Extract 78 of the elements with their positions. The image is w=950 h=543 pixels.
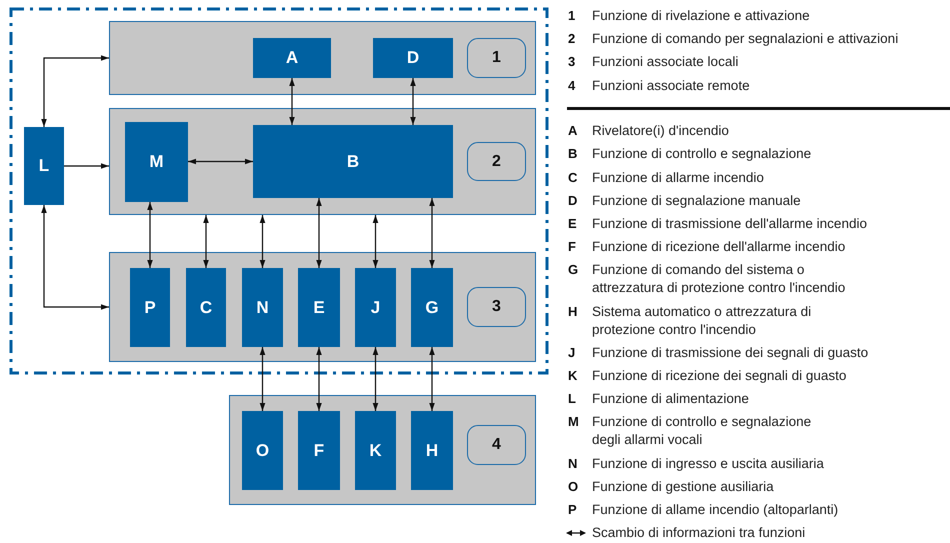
function-group-panel xyxy=(109,108,536,215)
key-description: Sistema automatico o attrezzatura di protezione contro l'incendio xyxy=(592,303,812,339)
key-description: Rivelatore(i) d'incendio xyxy=(592,122,730,140)
key-description: Funzione di allarme incendio xyxy=(592,169,765,187)
key-letter: 3 xyxy=(568,53,576,71)
arrow xyxy=(316,347,322,411)
key-description: Funzione di controllo e segnalazione xyxy=(592,145,812,163)
arrow xyxy=(372,215,378,268)
arrow xyxy=(147,202,153,268)
arrow xyxy=(41,205,109,310)
key-letter: C xyxy=(568,169,578,187)
function-block: P xyxy=(130,268,170,347)
arrow xyxy=(64,163,109,169)
arrow xyxy=(203,215,209,268)
key-letter: F xyxy=(568,238,576,256)
function-block: B xyxy=(253,125,453,198)
arrow xyxy=(260,215,266,268)
key-letter: M xyxy=(568,413,579,431)
function-block: D xyxy=(373,38,453,78)
key-letter: 1 xyxy=(568,7,576,25)
function-block: J xyxy=(355,268,396,347)
group-number-badge: 3 xyxy=(467,287,526,327)
key-letter: D xyxy=(568,192,578,210)
function-group-panel xyxy=(109,252,536,362)
arrow xyxy=(429,198,435,268)
key-description: Funzione di alimentazione xyxy=(592,390,750,408)
function-block: N xyxy=(242,268,283,347)
function-block: G xyxy=(411,268,453,347)
key-letter: J xyxy=(568,344,576,362)
key-description: Funzione di controllo e segnalazione degli allarmi vocali xyxy=(592,413,812,449)
function-block: H xyxy=(411,411,453,490)
key-description: Funzione di ingresso e uscita ausiliaria xyxy=(592,455,825,473)
function-block: O xyxy=(242,411,283,490)
function-block: M xyxy=(125,122,188,202)
key-description: Funzione di allame incendio (altoparlanti) xyxy=(592,501,840,519)
function-block: K xyxy=(355,411,396,490)
function-block: A xyxy=(253,38,331,78)
group-number-badge: 2 xyxy=(467,142,526,181)
arrow xyxy=(372,347,378,411)
key-description: Funzione di rivelazione e attivazione xyxy=(592,7,811,25)
key-letter: 2 xyxy=(568,30,576,48)
function-block: C xyxy=(186,268,226,347)
key-description: Funzione di ricezione dei segnali di guasto xyxy=(592,367,848,385)
key-letter: P xyxy=(568,501,577,519)
key-letter: E xyxy=(568,215,577,233)
key-letter: O xyxy=(568,478,578,496)
key-description: Funzione di comando del sistema o attrezzatura di protezione contro l'incendio xyxy=(592,261,846,297)
key-description: Funzione di comando per segnalazioni e attivazioni xyxy=(592,30,900,48)
group-number-badge: 4 xyxy=(467,425,526,465)
arrow xyxy=(260,347,266,411)
key-description: Funzione di trasmissione dell'allarme incendio xyxy=(592,215,868,233)
legend-text: Scambio di informazioni tra funzioni xyxy=(592,524,806,542)
arrow xyxy=(316,198,322,268)
key-description: Funzione di gestione ausiliaria xyxy=(592,478,775,496)
function-block: F xyxy=(298,411,340,490)
key-description: Funzioni associate remote xyxy=(592,77,751,95)
arrow xyxy=(188,158,253,164)
group-number-badge: 1 xyxy=(467,38,526,78)
key-description: Funzioni associate locali xyxy=(592,53,740,71)
key-description: Funzione di trasmissione dei segnali di guasto xyxy=(592,344,870,362)
function-block: L xyxy=(24,127,64,205)
key-letter: L xyxy=(568,390,576,408)
key-letter: A xyxy=(568,122,578,140)
function-group-panel xyxy=(229,395,536,505)
function-group-panel xyxy=(109,21,536,95)
arrow xyxy=(289,78,295,125)
arrow xyxy=(429,347,435,411)
key-letter: 4 xyxy=(568,77,576,95)
function-block: E xyxy=(298,268,340,347)
arrow xyxy=(41,55,109,127)
key-letter: K xyxy=(568,367,578,385)
key-description: Funzione di segnalazione manuale xyxy=(592,192,802,210)
key-description: Funzione di ricezione dell'allarme incendio xyxy=(592,238,846,256)
arrow xyxy=(410,78,416,125)
key-letter: B xyxy=(568,145,578,163)
key-letter: N xyxy=(568,455,578,473)
key-letter: H xyxy=(568,303,578,321)
key-letter: G xyxy=(568,261,578,279)
